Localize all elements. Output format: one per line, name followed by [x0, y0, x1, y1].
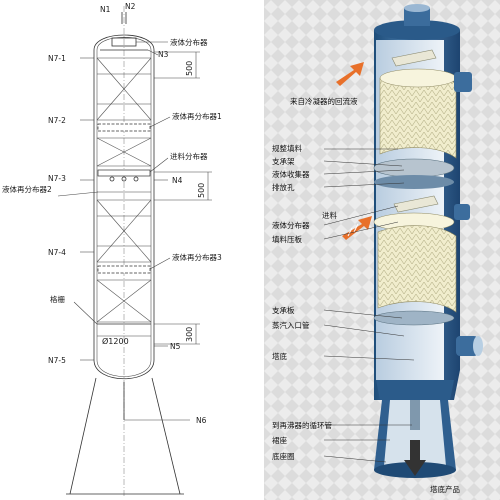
vapor-inlet-nozzle [456, 336, 478, 356]
label-redistributor-2: 液体再分布器2 [2, 184, 52, 194]
packing-section-1 [96, 57, 152, 121]
middle-distributor [393, 195, 439, 213]
side-nozzle-feed [454, 204, 470, 220]
side-nozzle-upper [454, 72, 472, 92]
vapor-inlet-opening [473, 336, 483, 356]
dim-middle-gap: 500 [197, 183, 206, 198]
packing-section-4 [96, 279, 152, 323]
callout-skirt: 裙座 [272, 435, 287, 445]
technical-drawing-panel: N1 N2 [2, 2, 222, 498]
label-n2: N2 [125, 2, 136, 11]
label-grid: 格栅 [50, 294, 65, 304]
callout-drain-holes: 排放孔 [272, 182, 295, 192]
skirt-left [69, 377, 97, 495]
drain-holes-plate [374, 175, 454, 189]
callout-liquid-distributor: 液体分布器 [272, 220, 310, 230]
dim-bottom-gap: 300 [185, 327, 194, 342]
side-nozzles [80, 57, 94, 361]
label-diameter: Ø1200 [102, 336, 129, 346]
callout-support-plate: 支承板 [272, 305, 295, 315]
reboiler-return-pipe [410, 400, 420, 430]
leader-feed-distributor [149, 157, 169, 173]
bottom-product-label: 塔底产品 [430, 484, 460, 494]
leader-redistributor-2 [57, 191, 99, 197]
label-feed-distributor: 进料分布器 [170, 151, 208, 161]
callout-packing-holddown: 填料压板 [272, 234, 302, 244]
label-n7-3: N7-3 [48, 174, 66, 183]
label-n7-2: N7-2 [48, 116, 66, 125]
redistributor-1 [97, 123, 151, 132]
cutaway-illustration: 来自冷凝器的回流液 进料 塔底产品 规整填料 支承架 液体收集器 [264, 0, 500, 500]
feed-arrow [342, 216, 372, 240]
callout-support-frame: 支承架 [272, 156, 295, 166]
leader-n3 [147, 49, 159, 56]
bottom-head-inner [96, 359, 152, 377]
cutaway-illustration-panel: 来自冷凝器的回流液 进料 塔底产品 规整填料 支承架 液体收集器 [264, 0, 500, 500]
liquid-collector [373, 158, 455, 178]
packing-section-3 [96, 199, 152, 263]
callout-vapor-inlet: 蒸汽入口管 [272, 320, 310, 330]
leader-redistributor-3 [149, 257, 171, 270]
callout-structured-packing: 规整填料 [272, 143, 302, 153]
leader-redistributor-1 [149, 116, 171, 128]
bottom-head [93, 359, 155, 379]
top-nozzle-opening [404, 4, 430, 12]
packing-section-2 [96, 137, 152, 167]
callout-liquid-collector: 液体收集器 [272, 169, 310, 179]
dim-top-gap: 500 [185, 61, 194, 76]
feed-hole [109, 176, 115, 182]
packing-block-upper [379, 68, 457, 159]
callout-reboiler-return: 到再沸器的循环管 [272, 420, 332, 430]
support-plate [373, 310, 455, 326]
column-bottom [376, 380, 454, 400]
top-head-inner [96, 36, 152, 51]
leader-grid [73, 301, 98, 325]
callout-leaders [323, 148, 415, 463]
redistributor-3 [97, 265, 151, 274]
bottom-product-arrow [404, 440, 426, 476]
label-n4: N4 [172, 176, 183, 185]
feed-hole [121, 176, 127, 182]
label-n5: N5 [170, 342, 181, 351]
skirt-interior [384, 400, 446, 466]
label-n3: N3 [158, 50, 169, 59]
callout-column-bottom: 塔底 [272, 351, 287, 361]
reflux-arrow [336, 62, 364, 86]
skirt-right [151, 377, 181, 495]
callout-base-ring: 底座圈 [272, 451, 295, 461]
label-distributor: 液体分布器 [170, 37, 208, 47]
label-redistributor-3: 液体再分布器3 [172, 252, 222, 262]
label-n1: N1 [100, 5, 111, 14]
feed-hole [133, 176, 139, 182]
reflux-label: 来自冷凝器的回流液 [290, 96, 358, 106]
feed-label: 进料 [322, 210, 337, 220]
label-n7-1: N7-1 [48, 54, 66, 63]
label-n6: N6 [196, 416, 207, 425]
upper-distributor [391, 49, 437, 67]
label-redistributor-1: 液体再分布器1 [172, 111, 222, 121]
top-head [93, 34, 155, 51]
technical-drawing: N1 N2 [2, 2, 222, 498]
label-n7-5: N7-5 [48, 356, 66, 365]
packing-block-lower [377, 225, 457, 313]
feed-distributor [97, 169, 151, 177]
label-n7-4: N7-4 [48, 248, 66, 257]
top-vapor-nozzle [404, 8, 430, 26]
column-top [374, 20, 460, 40]
